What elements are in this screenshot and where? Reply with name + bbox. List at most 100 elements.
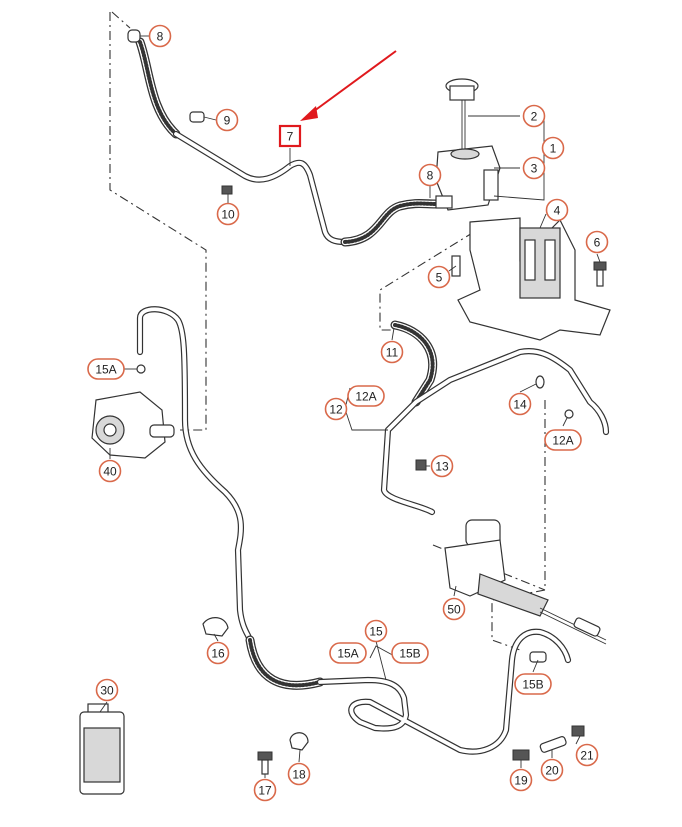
callout-marker (430, 454, 454, 478)
callout-label: 15B (399, 647, 420, 661)
callout-label: 16 (211, 647, 225, 661)
callout-marker (418, 163, 442, 187)
callout-15b: 15B (514, 673, 552, 695)
callout-label: 4 (554, 204, 561, 218)
callout-label: 1 (550, 142, 557, 156)
seal-14 (535, 375, 545, 389)
callout-label: 20 (545, 764, 559, 778)
callout-marker (287, 762, 311, 786)
callout-label: 21 (580, 749, 594, 763)
boundary-line-mid (379, 221, 491, 331)
callout-marker (364, 619, 388, 643)
callout-marker (324, 397, 348, 421)
bolt-17-shaft (261, 759, 269, 775)
callout-6: 6 (585, 230, 609, 254)
callout-label: 10 (221, 208, 235, 222)
reservoir-bracket (457, 217, 611, 341)
callout-marker (544, 429, 582, 451)
hose-clamp-9 (189, 111, 205, 123)
callout-label: 3 (531, 162, 538, 176)
callout-15: 15 (364, 619, 388, 643)
nut-21 (571, 725, 585, 737)
callout-label: 15A (337, 647, 358, 661)
callout-label: 9 (224, 114, 231, 128)
callout-label: 11 (386, 346, 399, 360)
nut-13 (415, 459, 427, 471)
callout-label: 12A (552, 434, 573, 448)
power-steering-pump (91, 391, 175, 459)
callout-label: 18 (292, 768, 306, 782)
callout-50: 50 (442, 597, 466, 621)
callout-marker (509, 768, 533, 792)
callout-marker (347, 385, 385, 407)
callout-label: 17 (258, 784, 272, 798)
callout-marker (95, 678, 119, 702)
callout-marker (585, 230, 609, 254)
callout-label: 7 (287, 130, 294, 144)
boundary-line-right (491, 400, 546, 651)
callout-marker (541, 136, 565, 160)
callout-2: 2 (522, 104, 546, 128)
callout-label: 30 (100, 684, 114, 698)
callout-label: 15A (95, 363, 116, 377)
callout-label: 19 (514, 774, 528, 788)
callout-7: 7 (278, 124, 302, 148)
callout-15a: 15A (87, 358, 125, 380)
bolt-6-shaft (596, 269, 604, 287)
callout-5: 5 (427, 265, 451, 289)
callout-marker (98, 459, 122, 483)
callout-15a: 15A (329, 642, 367, 664)
callout-marker (380, 340, 404, 364)
callout-label: 15B (522, 678, 543, 692)
callout-label: 13 (435, 460, 449, 474)
callout-12a: 12A (544, 429, 582, 451)
bolt-20 (539, 736, 567, 753)
callout-15b: 15B (391, 642, 429, 664)
pressure-line-long (136, 306, 254, 644)
callout-8: 8 (418, 163, 442, 187)
callout-16: 16 (206, 641, 230, 665)
callout-marker (575, 743, 599, 767)
boundary-line-reservoir (111, 11, 131, 29)
callout-label: 40 (103, 465, 117, 479)
callout-marker (215, 108, 239, 132)
bolt-17-head (257, 751, 273, 761)
callout-label: 8 (427, 169, 434, 183)
callout-label: 5 (436, 271, 443, 285)
callout-8: 8 (148, 24, 172, 48)
callout-10: 10 (216, 202, 240, 226)
callout-marker (522, 104, 546, 128)
hydraulic-fluid-bottle (79, 703, 125, 795)
highlight-arrow-line (309, 50, 397, 115)
callout-17: 17 (253, 778, 277, 802)
callout-30: 30 (95, 678, 119, 702)
callout-3: 3 (522, 156, 546, 180)
callout-4: 4 (545, 198, 569, 222)
retaining-clamp-16 (202, 617, 229, 637)
connector-15B (529, 651, 547, 663)
callout-40: 40 (98, 459, 122, 483)
callout-14: 14 (508, 392, 532, 416)
fluid-reservoir (435, 78, 501, 211)
callout-label: 14 (513, 398, 527, 412)
callout-marker (148, 24, 172, 48)
callout-12a: 12A (347, 385, 385, 407)
nut-10 (221, 185, 233, 195)
highlight-arrow-head (300, 106, 318, 121)
clamp-18 (289, 732, 309, 751)
callout-20: 20 (540, 758, 564, 782)
callout-label: 6 (594, 236, 601, 250)
seal-15A (136, 364, 146, 374)
boundary-line-top-left (109, 12, 207, 431)
bolt-6-head (593, 261, 607, 271)
callout-9: 9 (215, 108, 239, 132)
clip-19 (512, 749, 530, 761)
callout-18: 18 (287, 762, 311, 786)
callout-marker (540, 758, 564, 782)
callout-marker (442, 597, 466, 621)
callout-label: 12 (329, 403, 343, 417)
callout-marker (522, 156, 546, 180)
